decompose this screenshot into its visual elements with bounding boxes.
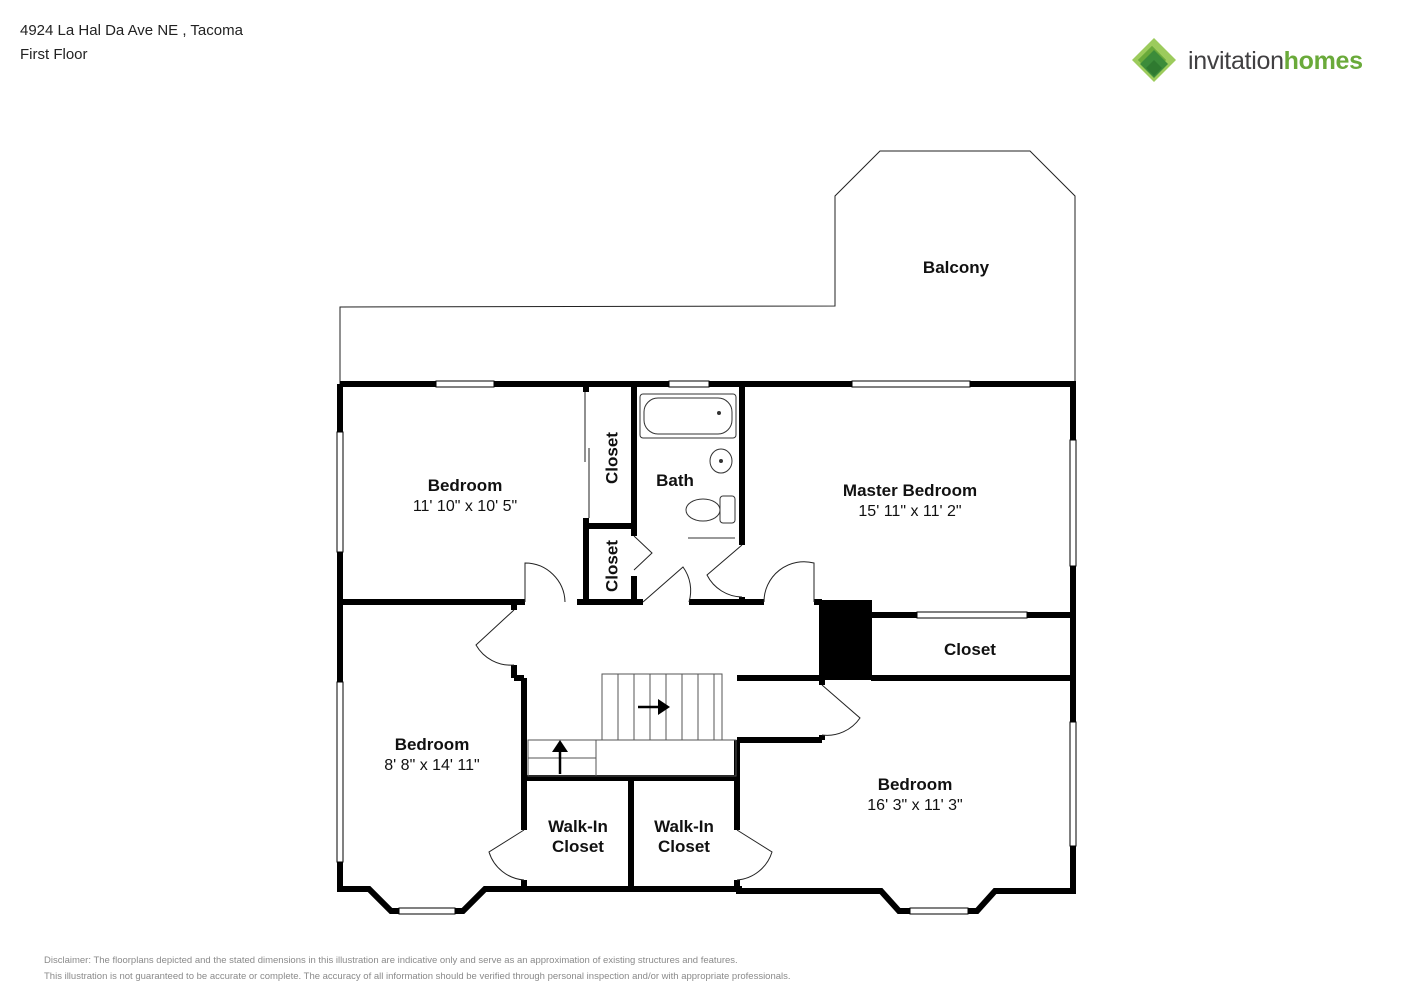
room-master-label: Master Bedroom xyxy=(843,481,977,500)
doors xyxy=(475,392,861,881)
toilet-bowl xyxy=(685,498,721,522)
windows xyxy=(336,380,1077,915)
exterior-walls xyxy=(337,381,1076,914)
logo-wordmark: invitationhomes xyxy=(1188,47,1363,76)
bath-fixtures xyxy=(639,393,737,539)
property-address: 4924 La Hal Da Ave NE , Tacoma xyxy=(20,22,243,39)
room-bedroom-w-dims: 8' 8" x 14' 11" xyxy=(384,757,479,774)
room-balcony-label: Balcony xyxy=(923,258,990,277)
room-master-dims: 15' 11" x 11' 2" xyxy=(858,503,961,520)
chimney-block xyxy=(822,600,872,680)
room-walkin-1-line1: Walk-In xyxy=(548,817,608,836)
room-bedroom-se-label: Bedroom xyxy=(878,775,953,794)
floor-label: First Floor xyxy=(20,46,88,63)
room-walkin-2-line1: Walk-In xyxy=(654,817,714,836)
room-closet-nw-label: Closet xyxy=(603,432,622,484)
balcony-outline xyxy=(339,150,1076,384)
room-bedroom-w-label: Bedroom xyxy=(395,735,470,754)
logo-word-homes: homes xyxy=(1283,47,1363,75)
logo-diamond-icon xyxy=(1132,38,1176,82)
staircase xyxy=(527,673,737,777)
room-closet-small-label: Closet xyxy=(603,540,622,592)
room-walkin-2-line2: Closet xyxy=(658,837,710,856)
room-bedroom-se-dims: 16' 3" x 11' 3" xyxy=(867,797,962,814)
room-bedroom-nw-dims: 11' 10" x 10' 5" xyxy=(413,498,517,515)
invitation-homes-logo: invitationhomes xyxy=(1128,36,1388,90)
toilet-tank xyxy=(719,495,736,524)
disclaimer-line-1: Disclaimer: The floorplans depicted and … xyxy=(44,955,738,966)
room-walkin-1-line2: Closet xyxy=(552,837,604,856)
disclaimer-line-2: This illustration is not guaranteed to b… xyxy=(44,971,791,982)
room-bedroom-nw-label: Bedroom xyxy=(428,476,503,495)
room-closet-master-label: Closet xyxy=(944,640,996,659)
stair-direction-arrows xyxy=(552,699,670,774)
room-bath-label: Bath xyxy=(656,471,694,490)
interior-walls xyxy=(340,384,1073,889)
logo-word-invitation: invitation xyxy=(1188,47,1284,75)
